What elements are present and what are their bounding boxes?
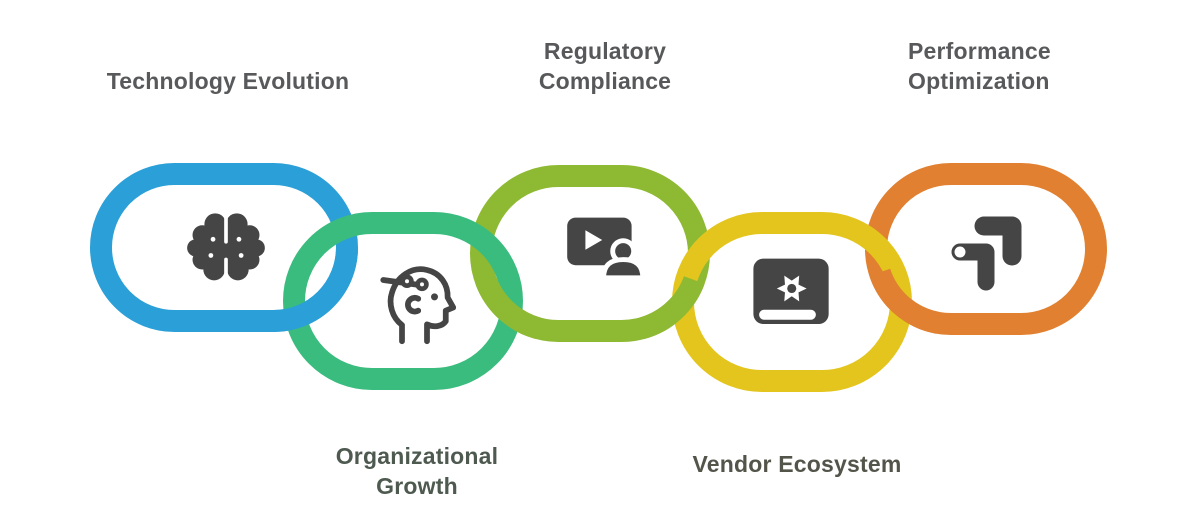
chain-links bbox=[90, 163, 1107, 392]
book-page-line bbox=[759, 309, 816, 320]
head-gear-holes bbox=[405, 279, 424, 287]
arrow-small bbox=[951, 243, 995, 291]
chain-overlap-arc-lime-left bbox=[475, 275, 542, 340]
brain-icon bbox=[187, 213, 265, 284]
growth-arrows-icon bbox=[951, 216, 1022, 291]
chain-overlap-arc-orange bbox=[869, 268, 941, 334]
play-triangle bbox=[585, 230, 603, 250]
label-regulatory-compliance: Regulatory Compliance bbox=[538, 38, 672, 94]
label-organizational-growth: Organizational Growth bbox=[335, 443, 499, 499]
gear-center bbox=[787, 283, 797, 294]
label-technology-evolution: Technology Evolution bbox=[106, 68, 350, 94]
chain-link-organizational-growth bbox=[283, 212, 523, 390]
brain-icon-details bbox=[208, 213, 244, 284]
arrow-large bbox=[974, 216, 1022, 266]
head-gears-icon bbox=[380, 266, 457, 345]
label-performance-optimization: Performance Optimization bbox=[908, 38, 1051, 94]
head-outline bbox=[387, 266, 457, 345]
chain-overlap-arc-lime-right bbox=[638, 275, 705, 340]
presentation-person-icon bbox=[567, 217, 646, 281]
book-gear bbox=[776, 275, 807, 302]
chain-overlap-arc-blue bbox=[235, 247, 358, 332]
label-vendor-ecosystem: Vendor Ecosystem bbox=[692, 451, 902, 477]
arrow-dot bbox=[954, 246, 966, 258]
book-gear-icon bbox=[753, 258, 829, 324]
swirl-detail bbox=[405, 294, 422, 315]
person-shape bbox=[601, 238, 646, 281]
